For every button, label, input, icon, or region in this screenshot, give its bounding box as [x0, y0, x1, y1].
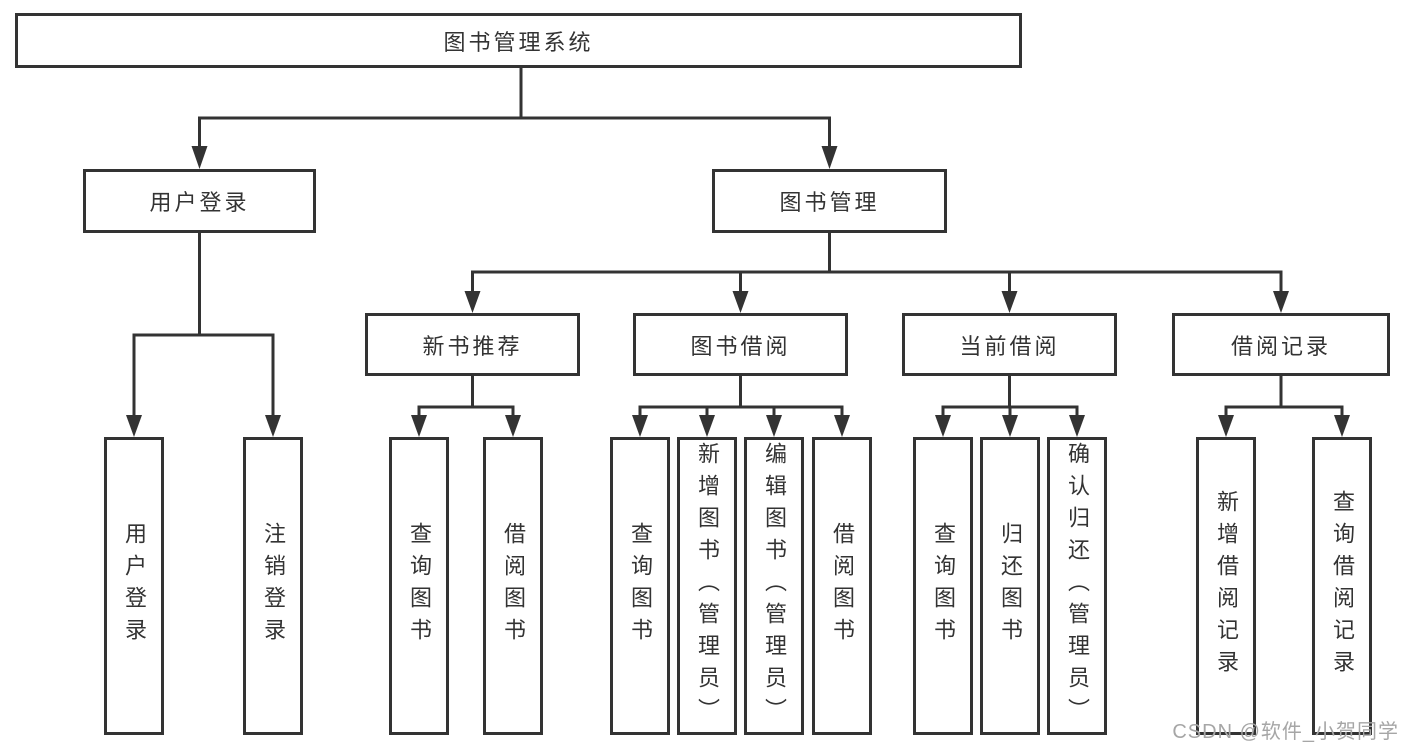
node-label: 注销登录	[261, 522, 286, 650]
leaf-user-login: 用户登录	[104, 437, 164, 735]
leaf-logout: 注销登录	[243, 437, 303, 735]
leaf-add-books-admin: 新增图书（管理员）	[677, 437, 737, 735]
node-label: 用户登录	[122, 522, 147, 650]
node-book-borrowing: 图书借阅	[633, 313, 848, 376]
node-label: 归还图书	[998, 522, 1023, 650]
leaf-edit-books-admin: 编辑图书（管理员）	[744, 437, 804, 735]
node-root-library-management-system: 图书管理系统	[15, 13, 1022, 68]
node-label: 新增借阅记录	[1214, 490, 1239, 682]
node-book-management: 图书管理	[712, 169, 947, 233]
node-user-login: 用户登录	[83, 169, 316, 233]
node-label: 新增图书（管理员）	[695, 442, 720, 730]
leaf-query-books-current: 查询图书	[913, 437, 973, 735]
leaf-query-borrow-record: 查询借阅记录	[1312, 437, 1372, 735]
node-label: 查询图书	[407, 522, 432, 650]
node-label: 借阅图书	[830, 522, 855, 650]
node-current-borrowing: 当前借阅	[902, 313, 1117, 376]
node-label: 图书管理	[779, 190, 880, 215]
node-label: 编辑图书（管理员）	[762, 442, 787, 730]
leaf-query-books-borrowing: 查询图书	[610, 437, 670, 735]
leaf-confirm-return-admin: 确认归还（管理员）	[1047, 437, 1107, 735]
node-label: 查询图书	[628, 522, 653, 650]
node-label: 图书管理系统	[443, 29, 594, 55]
node-label: 当前借阅	[959, 333, 1060, 359]
leaf-query-books-recommend: 查询图书	[389, 437, 449, 735]
node-new-book-recommend: 新书推荐	[365, 313, 580, 376]
node-label: 查询图书	[931, 522, 956, 650]
node-borrowing-records: 借阅记录	[1172, 313, 1390, 376]
csdn-watermark: CSDN @软件_小贺同学	[1172, 721, 1399, 743]
node-label: 用户登录	[149, 190, 250, 215]
leaf-borrow-books: 借阅图书	[812, 437, 872, 735]
node-label: 借阅图书	[501, 522, 526, 650]
arrowhead-icons	[126, 146, 1350, 437]
node-label: 新书推荐	[422, 333, 523, 359]
node-label: 图书借阅	[690, 333, 791, 359]
node-label: 确认归还（管理员）	[1065, 442, 1090, 730]
leaf-return-books: 归还图书	[980, 437, 1040, 735]
node-label: 查询借阅记录	[1330, 490, 1355, 682]
node-label: 借阅记录	[1230, 333, 1331, 359]
leaf-add-borrow-record: 新增借阅记录	[1196, 437, 1256, 735]
leaf-borrow-books-recommend: 借阅图书	[483, 437, 543, 735]
